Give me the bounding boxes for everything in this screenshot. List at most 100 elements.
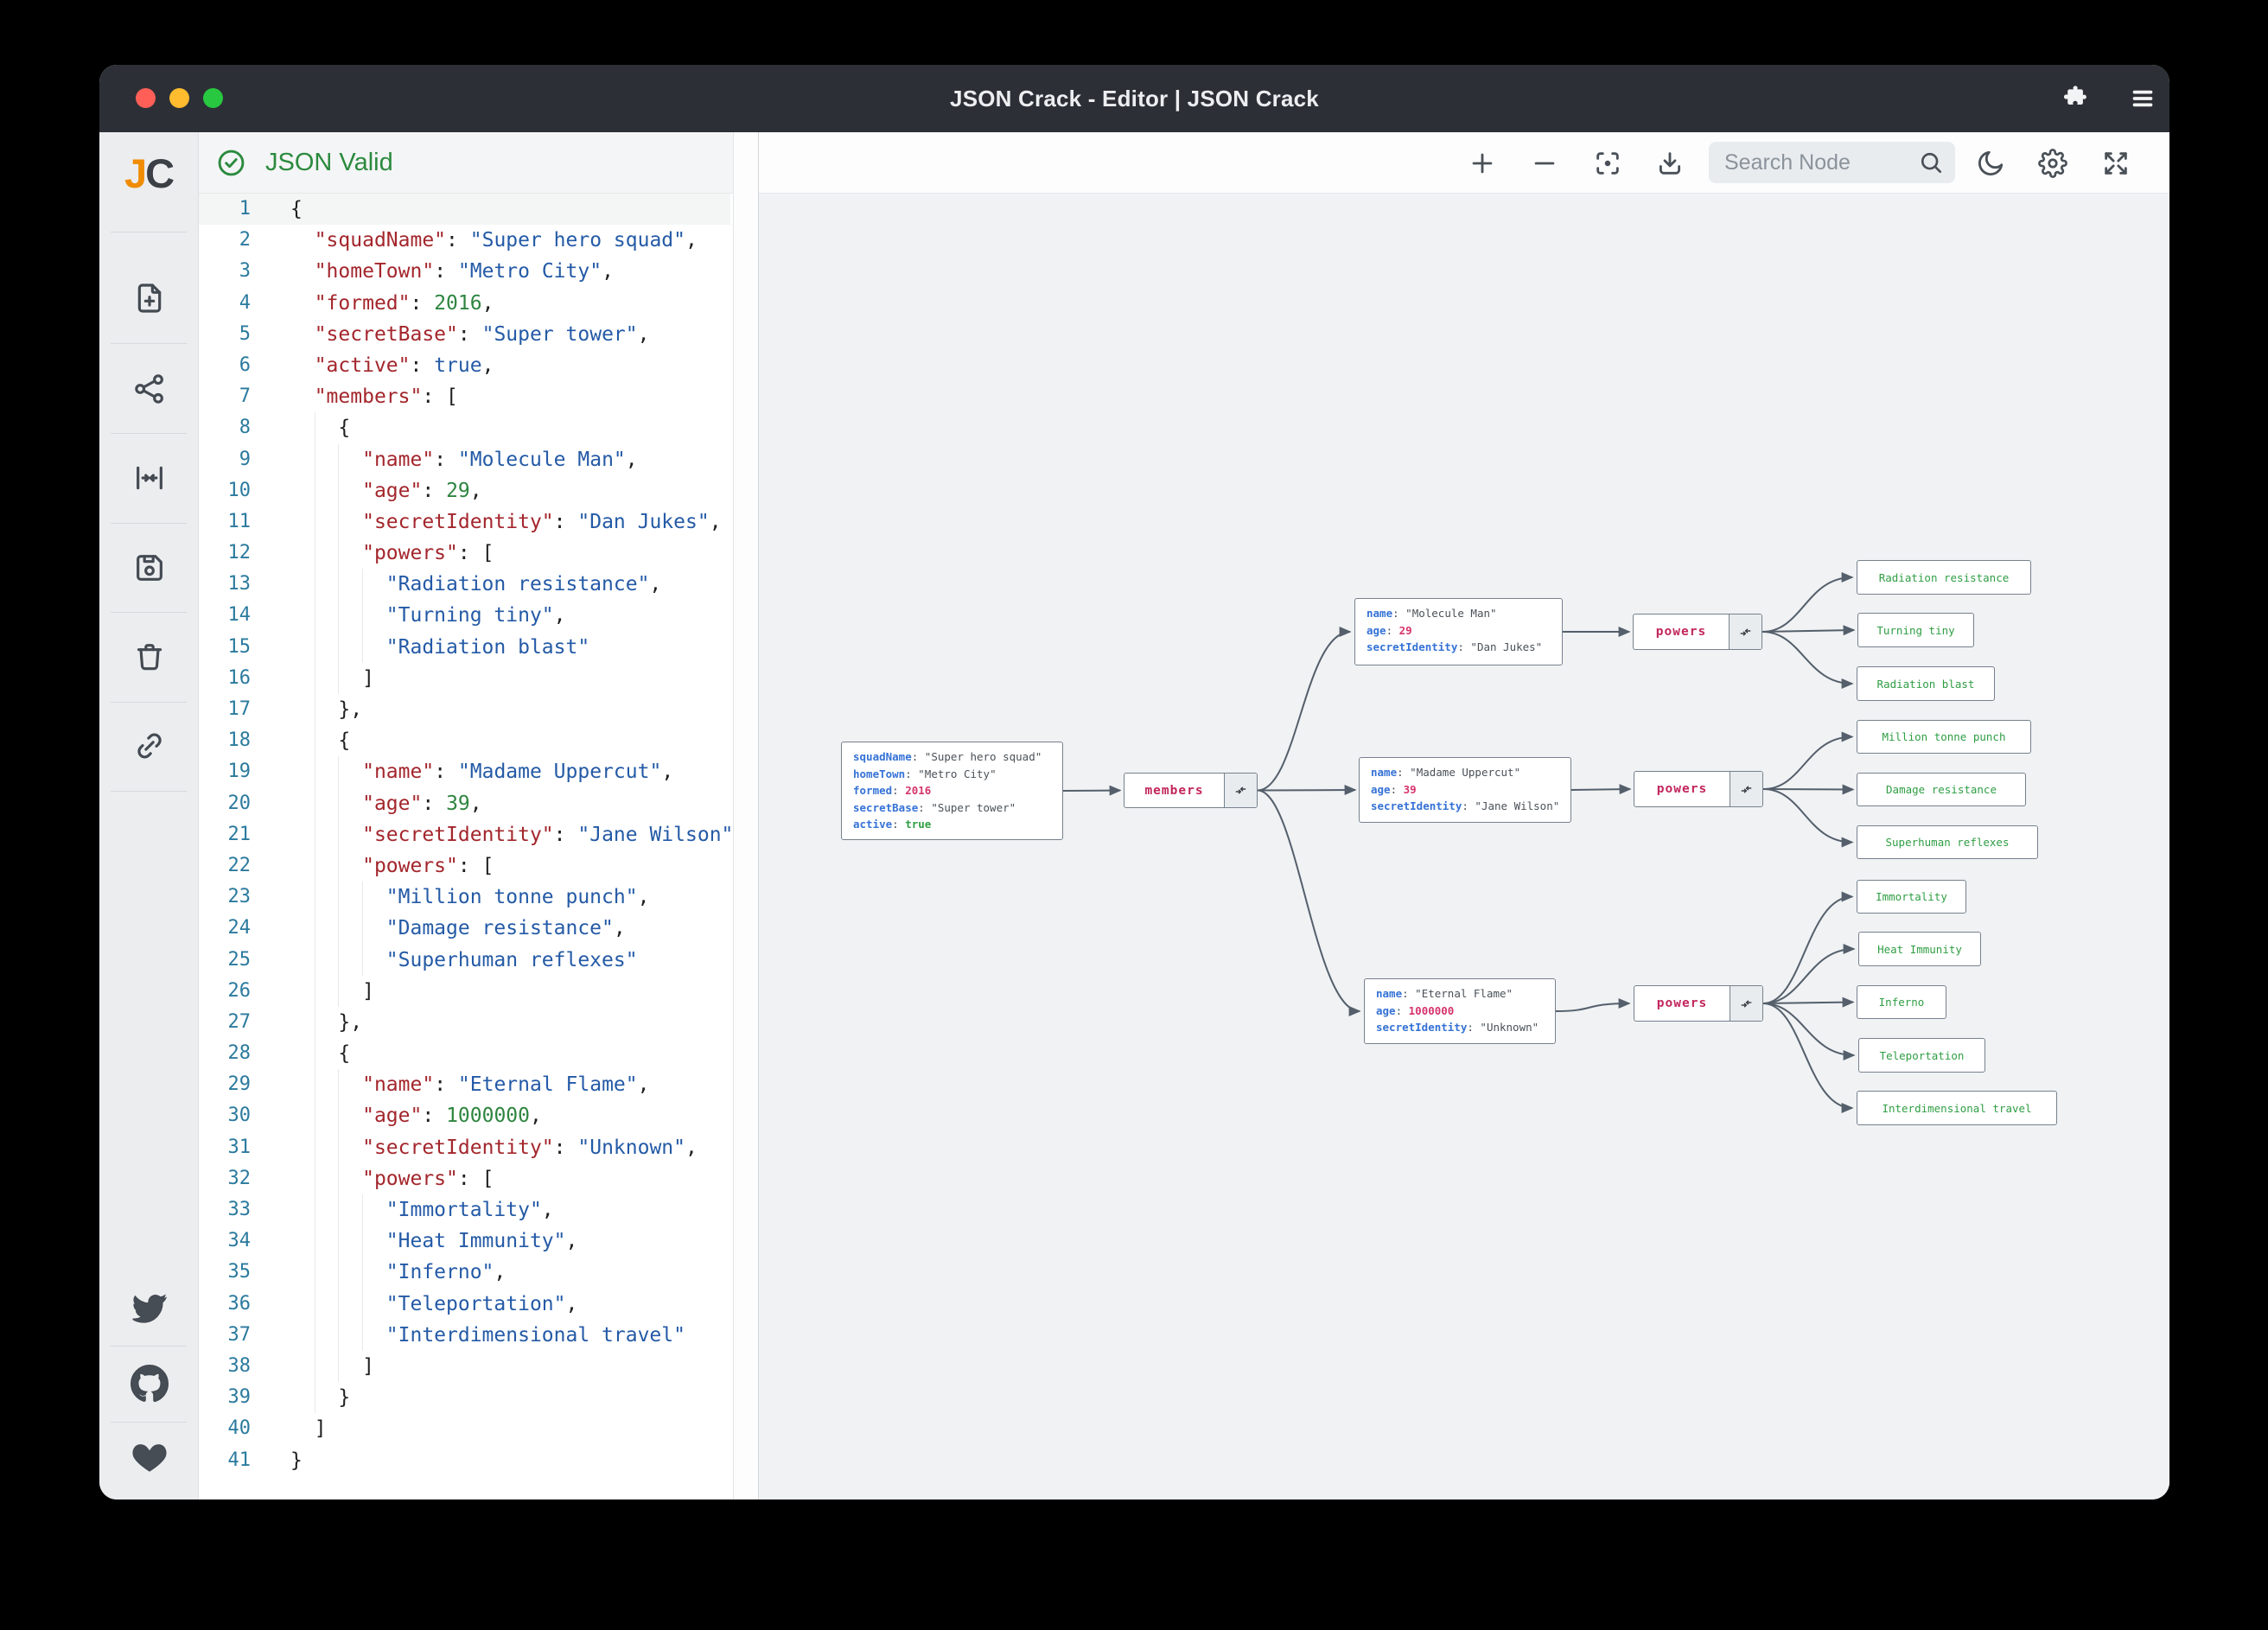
node-row: age: 29 <box>1367 623 1412 637</box>
save-icon <box>137 555 162 581</box>
graph-view-button[interactable] <box>131 370 169 408</box>
line-number: 23 <box>227 886 252 908</box>
new-file-icon <box>137 283 162 313</box>
extension-puzzle-icon[interactable] <box>2060 84 2089 113</box>
traffic-light-zoom[interactable] <box>203 88 223 108</box>
share-link-button[interactable] <box>131 727 169 765</box>
graph-node-l6[interactable]: Superhuman reflexes <box>1857 825 2038 859</box>
app-logo[interactable]: JC <box>124 150 175 196</box>
graph-nodes-icon <box>135 374 163 404</box>
graph-node-p1[interactable]: powers <box>1633 614 1762 650</box>
graph-node-l2[interactable]: Turning tiny <box>1857 613 1974 647</box>
collapse-node-button[interactable] <box>1730 986 1762 1021</box>
leaf-label: Superhuman reflexes <box>1885 836 2010 849</box>
line-number: 18 <box>227 729 252 752</box>
graph-node-l4[interactable]: Million tonne punch <box>1857 720 2031 754</box>
node-row: name: "Eternal Flame" <box>1376 987 1513 1000</box>
fold-width-button[interactable] <box>131 459 169 497</box>
graph-node-l3[interactable]: Radiation blast <box>1857 666 1995 701</box>
graph-node-l8[interactable]: Heat Immunity <box>1858 932 1981 966</box>
menu-icon[interactable] <box>2128 84 2157 113</box>
collapse-arrows-icon <box>1741 1000 1752 1007</box>
code-line: 24 "Damage resistance", <box>199 913 730 945</box>
graph-node-l9[interactable]: Inferno <box>1857 985 1946 1019</box>
zoom-out-button[interactable] <box>1528 147 1561 180</box>
download-button[interactable] <box>1653 147 1686 180</box>
zoom-in-icon <box>1472 153 1493 174</box>
code-line: 38 ] <box>199 1350 730 1383</box>
line-number: 13 <box>227 573 252 595</box>
search-icon[interactable] <box>1917 149 1945 181</box>
leaf-label: Immortality <box>1876 890 1947 903</box>
twitter-button[interactable] <box>131 1289 169 1327</box>
graph-node-root[interactable]: squadName: "Super hero squad"homeTown: "… <box>841 742 1063 840</box>
search-node-input[interactable] <box>1724 142 1906 183</box>
code-line: 12 "powers": [ <box>199 538 730 570</box>
graph-node-l11[interactable]: Interdimensional travel <box>1857 1091 2057 1125</box>
heart-icon <box>132 1444 167 1472</box>
collapse-node-button[interactable] <box>1729 614 1762 649</box>
collapse-node-button[interactable] <box>1730 772 1762 806</box>
save-button[interactable] <box>131 549 169 587</box>
line-number: 9 <box>239 448 251 470</box>
code-line: 27 }, <box>199 1006 730 1039</box>
traffic-light-minimize[interactable] <box>169 88 189 108</box>
code-line: 29 "name": "Eternal Flame", <box>199 1069 730 1101</box>
code-line: 40 ] <box>199 1413 730 1444</box>
node-row: secretIdentity: "Unknown" <box>1376 1021 1539 1035</box>
sponsor-button[interactable] <box>131 1438 169 1476</box>
code-line: 17 }, <box>199 694 730 726</box>
graph-node-l10[interactable]: Teleportation <box>1858 1038 1985 1073</box>
zoom-out-icon <box>1534 162 1555 165</box>
fold-width-icon <box>137 466 162 490</box>
graph-node-p2[interactable]: powers <box>1634 771 1763 807</box>
line-number: 16 <box>227 666 252 689</box>
graph-node-l5[interactable]: Damage resistance <box>1857 773 2026 806</box>
node-row: secretIdentity: "Jane Wilson" <box>1371 799 1560 813</box>
graph-node-members[interactable]: members <box>1124 773 1258 808</box>
settings-button[interactable] <box>2036 147 2069 180</box>
leaf-label: Radiation blast <box>1876 677 1975 691</box>
code-line: 30 "age": 1000000, <box>199 1100 730 1132</box>
titlebar: JSON Crack - Editor | JSON Crack <box>99 65 2169 132</box>
trash-icon <box>137 644 162 671</box>
line-number: 31 <box>227 1136 252 1158</box>
zoom-in-button[interactable] <box>1466 147 1499 180</box>
focus-center-button[interactable] <box>1591 147 1624 180</box>
fullscreen-button[interactable] <box>2099 147 2132 180</box>
graph-canvas[interactable]: squadName: "Super hero squad"homeTown: "… <box>759 194 2169 1499</box>
app-window: JSON Crack - Editor | JSON Crack JC <box>99 65 2169 1499</box>
github-button[interactable] <box>131 1365 169 1403</box>
traffic-light-close[interactable] <box>136 88 156 108</box>
search-node-box <box>1709 142 1955 183</box>
editor-pane: JSON Valid 1{2 "squadName": "Super hero … <box>199 132 733 1499</box>
code-line: 9 "name": "Molecule Man", <box>199 443 730 475</box>
line-number: 20 <box>227 792 252 814</box>
graph-toolbar <box>759 132 2169 194</box>
delete-button[interactable] <box>131 638 169 676</box>
download-icon <box>1659 152 1681 175</box>
graph-node-l7[interactable]: Immortality <box>1857 880 1966 914</box>
code-line: 10 "age": 29, <box>199 474 730 506</box>
node-row: homeTown: "Metro City" <box>853 767 997 780</box>
dark-mode-button[interactable] <box>1974 147 2007 180</box>
code-line: 36 "Teleportation", <box>199 1288 730 1320</box>
collapse-node-button[interactable] <box>1224 774 1257 807</box>
line-number: 3 <box>239 260 251 283</box>
code-editor[interactable]: 1{2 "squadName": "Super hero squad",3 "h… <box>199 194 730 1499</box>
line-number: 8 <box>239 417 251 439</box>
line-number: 5 <box>239 322 251 345</box>
line-number: 11 <box>227 510 252 532</box>
node-row: formed: 2016 <box>853 784 932 798</box>
line-number: 30 <box>227 1105 252 1127</box>
graph-node-p3[interactable]: powers <box>1634 985 1763 1022</box>
panel-resize-handle[interactable] <box>733 132 759 1499</box>
leaf-label: Inferno <box>1878 996 1925 1009</box>
new-file-button[interactable] <box>131 279 169 317</box>
graph-node-l1[interactable]: Radiation resistance <box>1857 560 2031 595</box>
line-number: 32 <box>227 1167 252 1189</box>
